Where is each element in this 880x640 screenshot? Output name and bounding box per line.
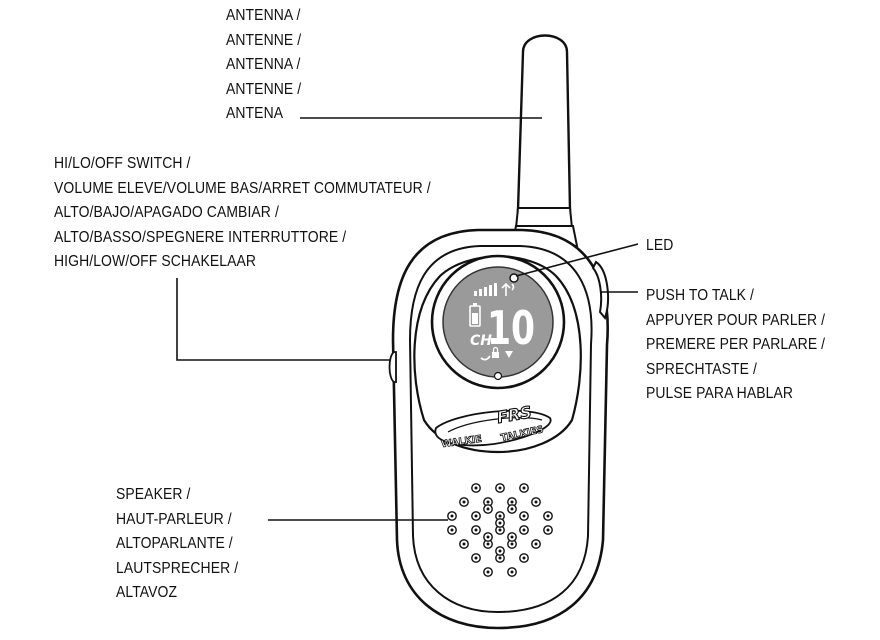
alert-icon <box>505 351 513 358</box>
speaker-hole-center <box>522 514 526 518</box>
antenna-label-line: ANTENNE / <box>226 31 302 49</box>
speaker-hole-center <box>498 521 502 525</box>
speaker-hole-center <box>534 500 538 504</box>
ptt-label: PUSH TO TALK / APPUYER POUR PARLER / PRE… <box>646 284 825 407</box>
lock-icon <box>492 346 499 358</box>
speaker-hole-center <box>510 500 514 504</box>
push-to-talk-button[interactable] <box>591 260 609 321</box>
antenna-label-line: ANTENNA / <box>226 7 301 24</box>
channel-number: 10 <box>487 301 535 355</box>
signal-bars-icon <box>474 283 497 296</box>
antenna <box>510 34 579 247</box>
speaker-hole-center <box>474 528 478 532</box>
speaker-label: SPEAKER / HAUT-PARLEUR / ALTOPARLANTE / … <box>116 483 238 606</box>
speaker-label-line: HAUT-PARLEUR / <box>116 510 232 528</box>
switch-label: HI/LO/OFF SWITCH / VOLUME ELEVE/VOLUME B… <box>54 152 431 275</box>
speaker-hole-center <box>510 570 514 574</box>
speaker-label-line: ALTOPARLANTE / <box>116 535 233 552</box>
speaker-label-line: ALTAVOZ <box>116 584 178 601</box>
speaker-hole-center <box>522 556 526 560</box>
speaker-hole-center <box>534 542 538 546</box>
speaker-hole-center <box>498 486 502 490</box>
speaker-hole-center <box>474 514 478 518</box>
speaker-hole-center <box>498 514 502 518</box>
ptt-label-line: PREMERE PER PARLARE / <box>646 336 826 353</box>
speaker-hole-center <box>486 500 490 504</box>
led-leader-line <box>515 243 639 277</box>
led-label: LED <box>646 234 673 259</box>
antenna-label-line: ANTENNA / <box>226 56 301 73</box>
speaker-hole-center <box>486 507 490 511</box>
speaker-hole-center <box>450 514 454 518</box>
speaker-hole-center <box>498 528 502 532</box>
ptt-label-line: PULSE PARA HABLAR <box>646 385 794 402</box>
ptt-label-line: PUSH TO TALK / <box>646 287 754 304</box>
hi-lo-off-switch[interactable] <box>388 351 397 383</box>
speaker-hole-center <box>510 542 514 546</box>
speaker-grille <box>447 483 553 577</box>
switch-label-line: VOLUME ELEVE/VOLUME BAS/ARRET COMMUTATEU… <box>54 179 431 197</box>
battery-icon <box>469 303 481 327</box>
speaker-hole-center <box>486 535 490 539</box>
speaker-hole-center <box>462 500 466 504</box>
speaker-hole-center <box>510 535 514 539</box>
antenna-label-line: ANTENA <box>226 105 284 122</box>
speaker-hole-center <box>450 528 454 532</box>
speaker-hole-center <box>510 507 514 511</box>
switch-label-line: ALTO/BAJO/APAGADO CAMBIAR / <box>54 204 279 221</box>
speaker-label-line: LAUTSPRECHER / <box>116 559 239 577</box>
speaker-hole-center <box>498 556 502 560</box>
call-icon <box>480 355 491 361</box>
speaker-hole-center <box>474 556 478 560</box>
led-label-line: LED <box>646 237 674 254</box>
switch-label-line: ALTO/BASSO/SPEGNERE INTERRUTTORE / <box>54 228 347 246</box>
channel-prefix: CH <box>470 333 492 349</box>
speaker-hole-center <box>546 514 550 518</box>
transmit-icon <box>501 282 515 296</box>
ptt-label-line: APPUYER POUR PARLER / <box>646 311 826 329</box>
speaker-hole-center <box>522 486 526 490</box>
ptt-label-line: SPRECHTASTE / <box>646 360 757 378</box>
bezel-notch <box>493 371 503 381</box>
antenna-label: ANTENNA / ANTENNE / ANTENNA / ANTENNE / … <box>226 4 301 127</box>
speaker-hole-center <box>522 528 526 532</box>
speaker-label-line: SPEAKER / <box>116 486 191 503</box>
switch-label-line: HIGH/LOW/OFF SCHAKELAAR <box>54 253 257 270</box>
speaker-hole-center <box>474 486 478 490</box>
frs-walkie-talkies-logo: FRS WALKIE TALKIES <box>434 402 552 451</box>
speaker-hole-center <box>498 549 502 553</box>
switch-label-line: HI/LO/OFF SWITCH / <box>54 155 191 172</box>
switch-leader-line <box>176 278 390 361</box>
antenna-label-line: ANTENNE / <box>226 80 302 98</box>
speaker-hole-center <box>486 570 490 574</box>
speaker-hole-center <box>462 542 466 546</box>
speaker-hole-center <box>546 528 550 532</box>
leader-lines <box>176 117 639 521</box>
speaker-hole-center <box>486 542 490 546</box>
